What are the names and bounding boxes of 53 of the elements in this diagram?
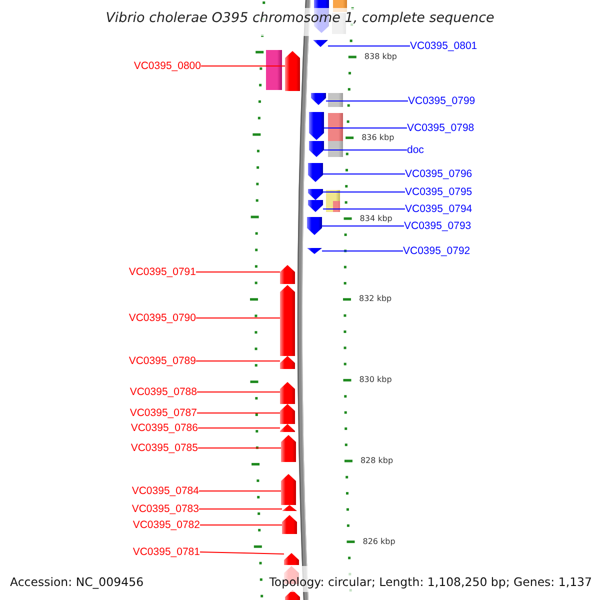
- gene-label: VC0395_0794: [405, 202, 472, 216]
- leader-line: [200, 552, 284, 554]
- leader-line: [322, 208, 406, 210]
- gene-label: VC0395_0790: [128, 311, 196, 325]
- scale-label: 838 kbp: [364, 52, 397, 62]
- scale-label: 828 kbp: [360, 456, 394, 466]
- gene-label: VC0395_0791: [128, 265, 196, 279]
- footer-text: Accession: NC_009456: [10, 575, 144, 589]
- gene-label: VC0395_0796: [405, 167, 472, 181]
- gene-block: [308, 189, 323, 200]
- gene-block: [280, 265, 295, 284]
- leader-line: [196, 360, 280, 362]
- gene-label: VC0395_0798: [407, 121, 474, 135]
- leader-line: [200, 524, 282, 526]
- gene-block: [285, 590, 300, 600]
- gene-label: VC0395_0785: [130, 441, 198, 455]
- leader-line: [322, 250, 404, 252]
- scale-label: 830 kbp: [359, 375, 392, 386]
- leader-line: [326, 100, 408, 102]
- gene-block: [281, 435, 296, 462]
- gene-label: VC0395_0795: [405, 185, 472, 199]
- gene-block: [285, 51, 300, 91]
- scale-label: 826 kbp: [362, 536, 396, 547]
- gene-label: VC0395_0792: [403, 244, 470, 258]
- gene-label: VC0395_0782: [132, 518, 200, 532]
- gene-block: [282, 515, 297, 534]
- leader-line: [198, 490, 282, 492]
- gene-label: VC0395_0786: [130, 421, 198, 435]
- gene-label: VC0395_0783: [132, 502, 199, 516]
- scale-label: 834 kbp: [360, 214, 392, 224]
- gene-label: VC0395_0784: [132, 484, 199, 498]
- gene-label: doc: [407, 143, 424, 157]
- gene-block: [308, 200, 323, 212]
- leader-line: [196, 412, 280, 414]
- gene-block: [308, 163, 323, 182]
- gene-label: VC0395_0793: [404, 219, 472, 233]
- gene-block: [309, 112, 324, 140]
- gene-label: VC0395_0800: [134, 59, 201, 73]
- gene-block: [280, 382, 295, 404]
- scale-label: 836 kbp: [362, 132, 394, 143]
- gene-label: VC0395_0801: [410, 39, 478, 53]
- gene-block: [307, 217, 322, 235]
- gene-label: VC0395_0781: [132, 545, 200, 559]
- gene-label: VC0395_0789: [128, 354, 196, 368]
- gene-label: VC0395_0799: [408, 94, 476, 108]
- leader-line: [198, 508, 282, 510]
- gene-block: [309, 141, 324, 157]
- gene-block: [313, 40, 328, 47]
- gene-block: [311, 93, 326, 105]
- gene-label: VC0395_0788: [130, 385, 197, 399]
- gene-block: [307, 248, 322, 254]
- gene-label: VC0395_0787: [130, 406, 197, 420]
- scale-label: 832 kbp: [359, 294, 392, 304]
